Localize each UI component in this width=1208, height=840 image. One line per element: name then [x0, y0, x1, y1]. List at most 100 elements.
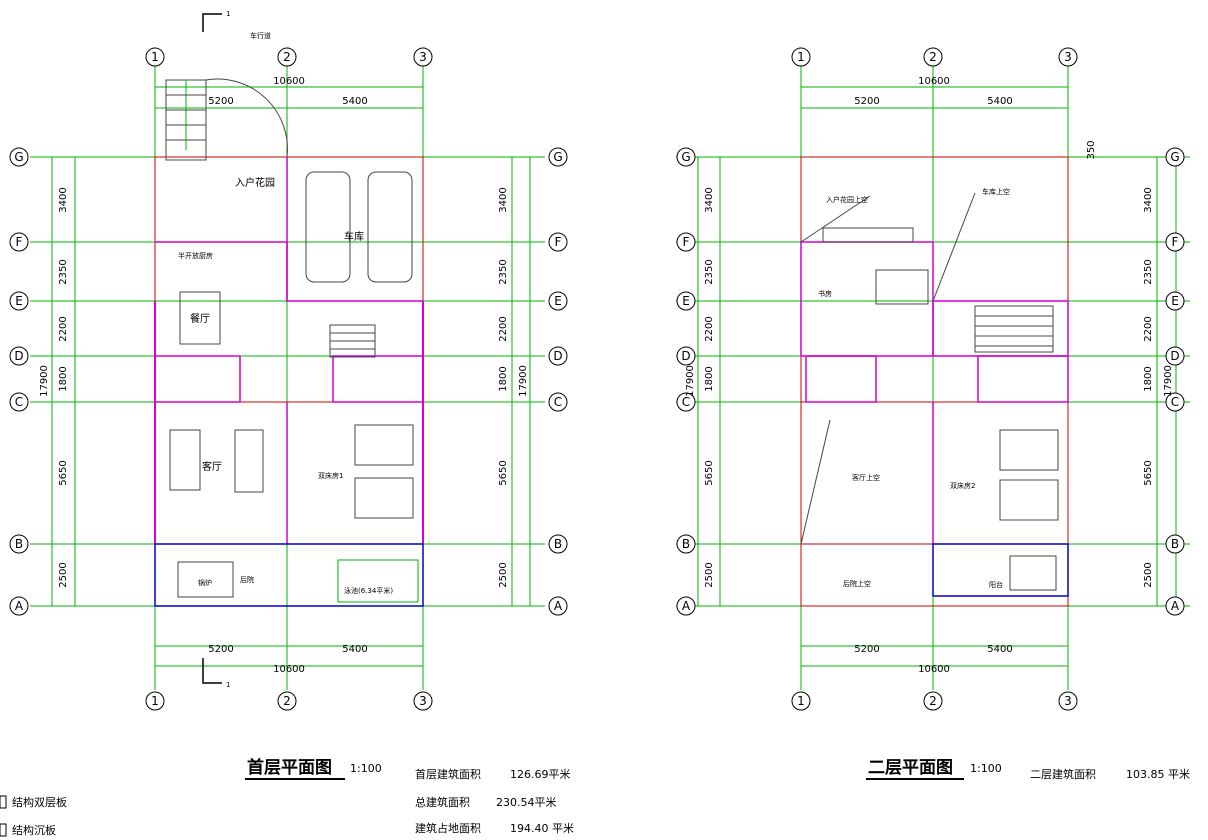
stat1-value: 126.69平米 — [510, 768, 571, 781]
balcony-chairs-icon — [1009, 555, 1057, 591]
room-balcony: 阳台 — [989, 580, 1003, 589]
car-1-icon — [305, 171, 351, 283]
plan1-dims-right: 3400 2350 2200 1800 5650 2500 17900 — [498, 187, 529, 587]
car-2-icon — [367, 171, 413, 283]
svg-text:1800: 1800 — [58, 366, 69, 391]
p2-axis-c-left: C — [682, 395, 690, 409]
plan1-axis-left: G F E D C B A — [9, 147, 29, 616]
plan1-axis-right: G F E D C B A — [548, 147, 568, 616]
svg-text:5650: 5650 — [58, 460, 69, 485]
svg-text:3400: 3400 — [498, 187, 509, 212]
interior-stair-icon — [329, 324, 376, 358]
legend-item-1: 结构双层板 — [12, 795, 67, 809]
section-mark-bottom — [202, 658, 222, 684]
room-bedroom1: 双床房1 — [318, 471, 343, 480]
svg-text:17900: 17900 — [39, 365, 50, 397]
void-line-garage — [932, 192, 976, 302]
axis-1-bottom: 1 — [151, 694, 159, 708]
stat3-value: 194.40 平米 — [510, 822, 574, 835]
p2-bath1-walls — [805, 355, 877, 403]
axis-2-top: 2 — [283, 50, 291, 64]
plan2-dim-bot-2: 5400 — [987, 644, 1012, 655]
plan1-scale: 1:100 — [350, 762, 382, 775]
plan2-dim-bot-1: 5200 — [854, 644, 879, 655]
study-desk-icon — [875, 269, 929, 305]
label-ramp: 车行道 — [250, 31, 271, 40]
svg-text:2500: 2500 — [498, 562, 509, 587]
svg-text:2350: 2350 — [1143, 259, 1154, 284]
plan2-outline — [800, 156, 1069, 607]
axis-3-bottom: 3 — [419, 694, 427, 708]
stat2-value: 230.54平米 — [496, 796, 557, 809]
room-entry-garden: 入户花园 — [235, 176, 275, 189]
plan2-stat-value: 103.85 平米 — [1126, 768, 1190, 781]
p2-bed-1-icon — [999, 429, 1059, 471]
p2-axis-g-left: G — [681, 150, 690, 164]
plan2-scale: 1:100 — [970, 762, 1002, 775]
sofa-icon — [169, 429, 201, 491]
plan1-dims-left: 3400 2350 2200 1800 5650 2500 17900 — [39, 187, 69, 587]
plan2-group — [676, 60, 1190, 690]
room-garage-void: 车库上空 — [982, 187, 1010, 196]
plan1-dim-bot-2: 5400 — [342, 644, 367, 655]
backyard-slab — [154, 543, 424, 607]
plan2-dims-right: 3400 2350 2200 1800 5650 2500 17900 — [1143, 187, 1174, 587]
svg-text:2350: 2350 — [498, 259, 509, 284]
study-walls — [800, 241, 934, 357]
plan2-stat-label: 二层建筑面积 — [1030, 767, 1096, 781]
section-label-top: 1 — [226, 10, 230, 18]
svg-text:5650: 5650 — [1143, 460, 1154, 485]
svg-text:5650: 5650 — [704, 460, 715, 485]
p2-axis-a-right: A — [1171, 599, 1180, 613]
section-label-bottom: 1 — [226, 681, 230, 689]
room-garage: 车库 — [344, 230, 364, 243]
plan1-total-top: 10600 — [273, 76, 305, 87]
axis-f-left: F — [16, 235, 23, 249]
plan2-total-bot: 10600 — [918, 664, 950, 675]
svg-text:1800: 1800 — [704, 366, 715, 391]
svg-text:2500: 2500 — [58, 562, 69, 587]
svg-text:5650: 5650 — [498, 460, 509, 485]
bath1-walls — [154, 355, 241, 403]
plan1-dim-bot-1: 5200 — [208, 644, 233, 655]
room-backyard-void: 后院上空 — [843, 579, 871, 588]
p2-axis-g-right: G — [1170, 150, 1179, 164]
svg-text:17900: 17900 — [518, 365, 529, 397]
room-bedroom2: 双床房2 — [950, 481, 975, 490]
plan2-dims-left: 3400 2350 2200 1800 5650 2500 17900 — [685, 187, 715, 587]
axis-2-bottom: 2 — [283, 694, 291, 708]
axis-e-right: E — [554, 294, 562, 308]
room-backyard: 后院 — [240, 575, 254, 584]
axis-3-top: 3 — [419, 50, 427, 64]
plan2-axis-bottom: 1 2 3 — [791, 691, 1078, 711]
svg-text:17900: 17900 — [1163, 365, 1174, 397]
p2-axis-c-right: C — [1171, 395, 1179, 409]
legend-item-2: 结构沉板 — [12, 823, 56, 837]
svg-text:2200: 2200 — [1143, 316, 1154, 341]
axis-1-top: 1 — [151, 50, 159, 64]
tv-cabinet-icon — [234, 429, 264, 493]
svg-text:3400: 3400 — [704, 187, 715, 212]
bed-2-icon — [354, 477, 414, 519]
p2-axis-e-right: E — [1171, 294, 1179, 308]
pool-outline — [337, 559, 419, 603]
axis-a-right: A — [554, 599, 563, 613]
bath2-walls — [332, 355, 424, 403]
plan2-dim-top-2: 5400 — [987, 96, 1012, 107]
room-kitchen: 半开放厨房 — [178, 251, 213, 260]
axis-d-left: D — [14, 349, 23, 363]
p2-stair-icon — [974, 305, 1054, 353]
void-line-living — [800, 419, 831, 545]
p2-axis-f-left: F — [683, 235, 690, 249]
p2-axis-d-right: D — [1170, 349, 1179, 363]
plan2-dim-top-1: 5200 — [854, 96, 879, 107]
svg-text:2500: 2500 — [704, 562, 715, 587]
bed-1-icon — [354, 424, 414, 466]
stat1-label: 首层建筑面积 — [415, 767, 481, 781]
stair-hall-walls — [932, 300, 1069, 357]
axis-c-left: C — [15, 395, 23, 409]
plan1-title: 首层平面图 — [247, 757, 332, 778]
axis-f-right: F — [555, 235, 562, 249]
void-line-garden — [800, 195, 871, 243]
stat3-label: 建筑占地面积 — [415, 821, 481, 835]
